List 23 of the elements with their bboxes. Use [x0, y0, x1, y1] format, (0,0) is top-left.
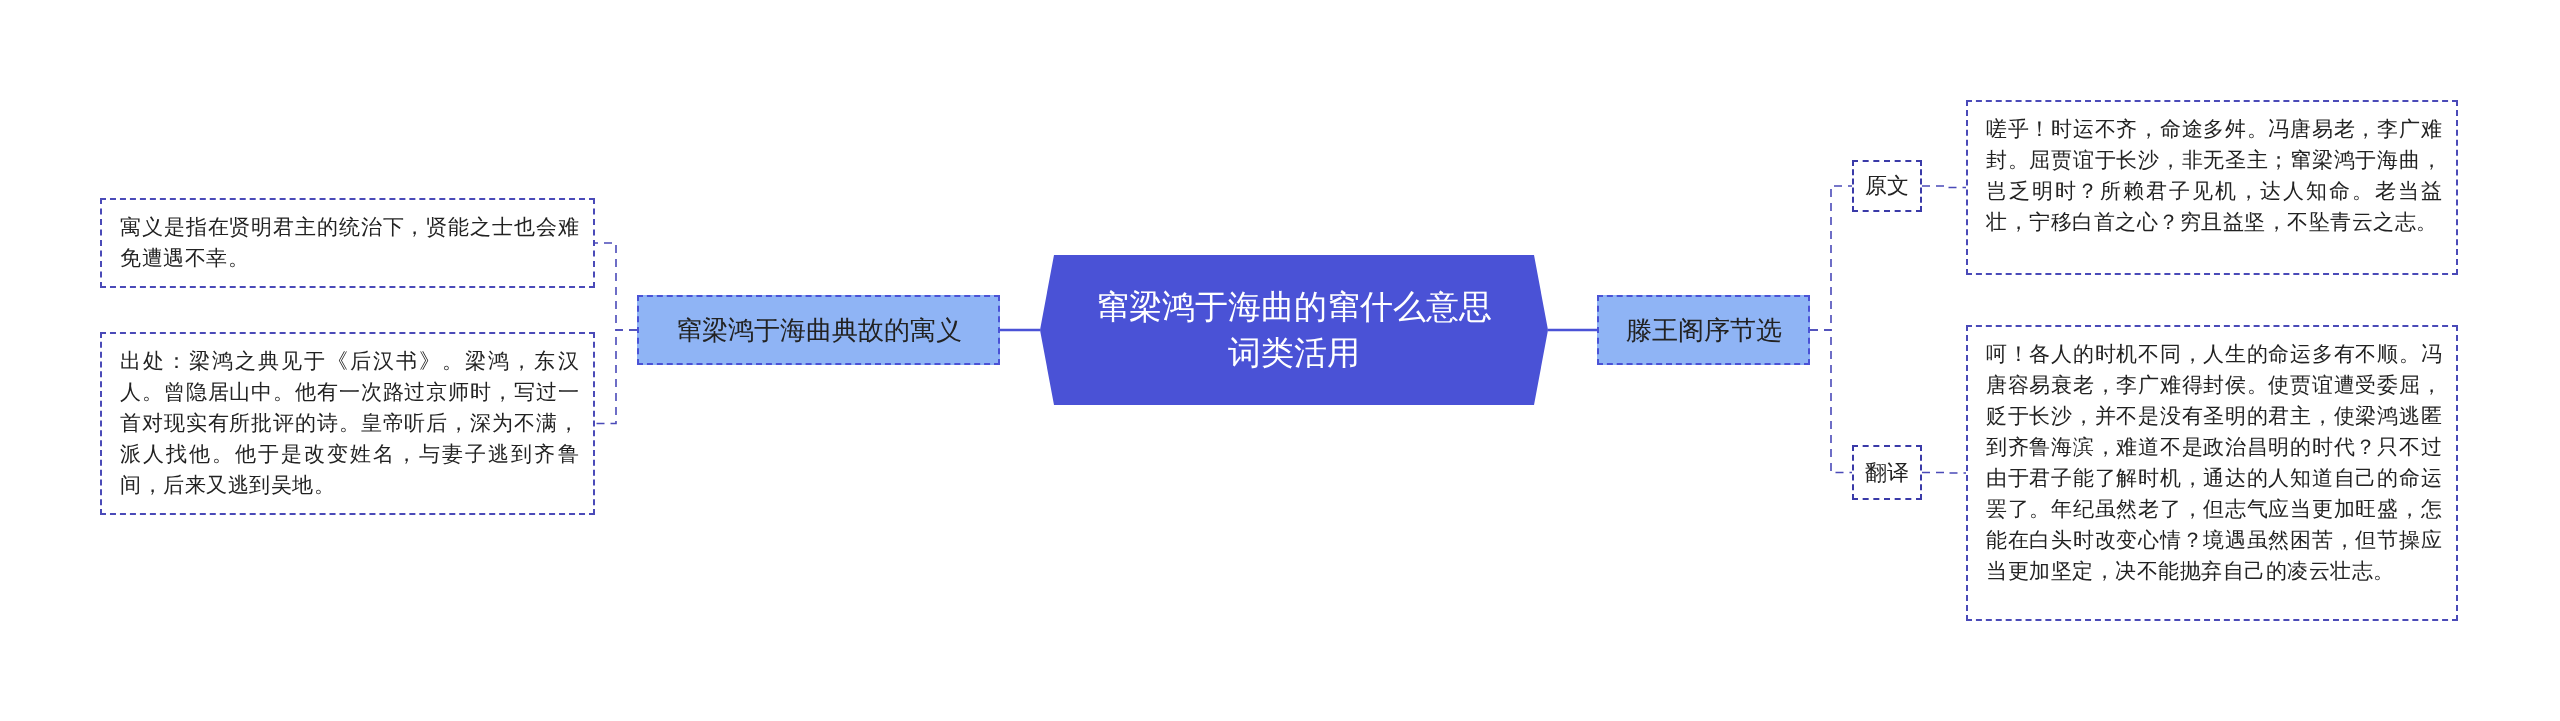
connector-line: [1921, 185, 1967, 189]
topic-label: 原文: [1865, 172, 1909, 200]
note-box: [100, 332, 595, 515]
note-text: 嗟乎！时运不齐，命途多舛。冯唐易老，李广难封。屈贾谊于长沙，非无圣主；窜梁鸿于海曲，岂乏明时？所赖君子见机，达人知命。老当益壮，宁移白首之心？穷且益坚，不坠青云之志。: [1986, 116, 2442, 236]
connector-line: [594, 329, 638, 425]
note-text: 出处：梁鸿之典见于《后汉书》。梁鸿，东汉人。曾隐居山中。他有一次路过京师时，写过一首对现实有所批评的诗。皇帝听后，深为不满，派人找他。他于是改变姓名，与妻子逃到齐鲁间，后来又逃到吴地。: [120, 348, 579, 499]
note-box: [1966, 100, 2458, 275]
connector-line: [1809, 329, 1853, 474]
connector-line: [1000, 328, 1040, 332]
topic-label: 窜梁鸿于海曲的窜什么意思词类活用: [1096, 286, 1492, 374]
tag-box: [1852, 445, 1922, 500]
topic-label: 翻译: [1865, 458, 1909, 487]
note-text: 寓义是指在贤明君主的统治下，贤能之士也会难免遭遇不幸。: [120, 214, 579, 272]
tag-box: [1852, 160, 1922, 212]
topic-box: [1597, 295, 1810, 365]
topic-label: 滕王阁序节选: [1625, 313, 1782, 347]
note-box: [100, 198, 595, 288]
topic-box: [637, 295, 1000, 365]
note-box: [1966, 325, 2458, 621]
topic-label: 窜梁鸿于海曲典故的寓义: [675, 313, 962, 347]
note-text: 呵！各人的时机不同，人生的命运多有不顺。冯唐容易衰老，李广难得封侯。使贾谊遭受委屈，贬于长沙，并不是没有圣明的君主，使梁鸿逃匿到齐鲁海滨，难道不是政治昌明的时代？只不过由于君子能了解时机，通达的人知道自己的命运罢了。年纪虽然老了，但志气应当更加旺盛，怎能在白头时改变心情？境遇虽然困苦，但节操应当更加坚定，决不能抛弃自己的凌云壮志。: [1986, 341, 2442, 585]
connector-line: [1548, 328, 1597, 332]
connector-line: [1921, 471, 1967, 474]
